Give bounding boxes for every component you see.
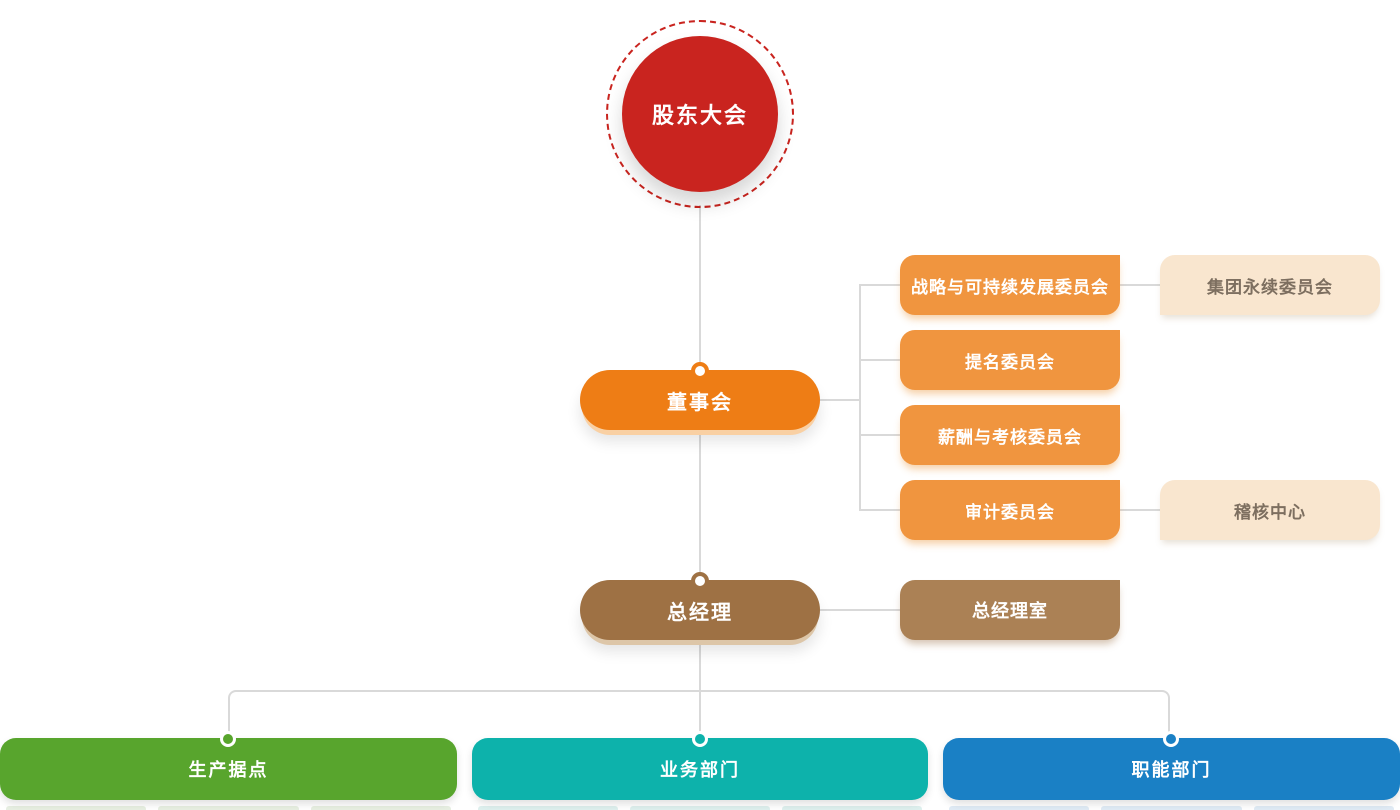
connector-stub-attached-2 <box>1120 509 1160 511</box>
node-committee-audit: 审计委员会 <box>900 480 1120 540</box>
connector-committee-spine <box>859 284 861 511</box>
node-gm-office: 总经理室 <box>900 580 1120 640</box>
node-audit-center: 稽核中心 <box>1160 480 1380 540</box>
node-committee-remuneration: 薪酬与考核委员会 <box>900 405 1120 465</box>
connector-stub-committee-2 <box>860 359 900 361</box>
connector-board-branch <box>820 399 860 401</box>
node-committee-strategy: 战略与可持续发展委员会 <box>900 255 1120 315</box>
connector-stub-attached-1 <box>1120 284 1160 286</box>
group-sustainability-label: 集团永续委员会 <box>1207 277 1333 297</box>
connector-stub-committee-4 <box>860 509 900 511</box>
audit-center-label: 稽核中心 <box>1234 502 1306 522</box>
connector-gm-office <box>820 609 900 611</box>
board-port-dot <box>691 362 709 380</box>
committee-remuneration-label: 薪酬与考核委员会 <box>938 427 1082 447</box>
dept-functional-port-dot <box>1163 731 1179 747</box>
node-general-manager: 总经理 <box>580 580 820 640</box>
committee-nomination-label: 提名委员会 <box>965 352 1055 372</box>
node-dept-business: 业务部门 <box>472 738 928 800</box>
next-row-peek-production <box>6 806 451 810</box>
node-group-sustainability-committee: 集团永续委员会 <box>1160 255 1380 315</box>
node-board-of-directors: 董事会 <box>580 370 820 430</box>
node-committee-nomination: 提名委员会 <box>900 330 1120 390</box>
gm-office-label: 总经理室 <box>972 601 1048 621</box>
node-shareholders-meeting: 股东大会 <box>622 36 778 192</box>
node-dept-production-sites: 生产据点 <box>0 738 457 800</box>
shareholders-label: 股东大会 <box>651 103 748 128</box>
dept-production-label: 生产据点 <box>188 760 269 780</box>
committee-audit-label: 审计委员会 <box>965 502 1055 522</box>
dept-production-port-dot <box>220 731 236 747</box>
connector-gm-departments <box>699 640 701 738</box>
dept-business-port-dot <box>692 731 708 747</box>
connector-shareholders-board <box>699 205 701 371</box>
next-row-peek-business <box>478 806 922 810</box>
connector-board-gm <box>699 430 701 581</box>
node-dept-functional: 职能部门 <box>943 738 1400 800</box>
connector-stub-committee-3 <box>860 434 900 436</box>
gm-port-dot <box>691 572 709 590</box>
connector-stub-committee-1 <box>860 284 900 286</box>
next-row-peek-functional <box>949 806 1394 810</box>
general-manager-label: 总经理 <box>667 601 733 624</box>
board-label: 董事会 <box>667 391 733 414</box>
connector-departments-elbow <box>228 690 1170 737</box>
shareholders-dashed-ring <box>606 20 794 208</box>
dept-functional-label: 职能部门 <box>1131 760 1212 780</box>
dept-business-label: 业务部门 <box>660 760 740 780</box>
committee-strategy-label: 战略与可持续发展委员会 <box>911 277 1109 297</box>
